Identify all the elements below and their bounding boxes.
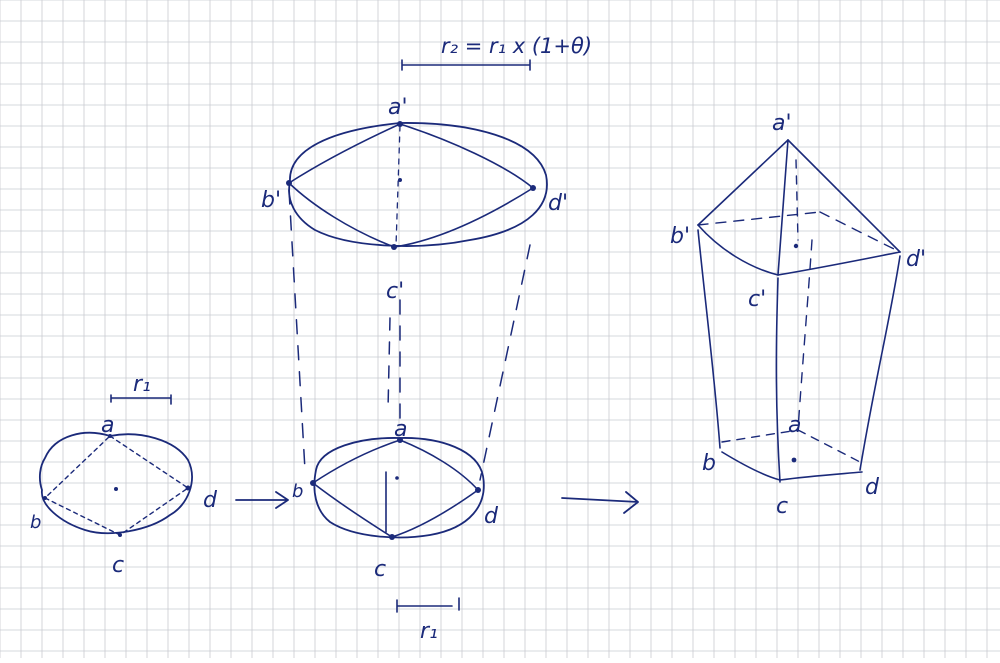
middle-bottom-rhombus	[312, 439, 479, 538]
middle-label-b-top: b'	[261, 188, 281, 213]
left-center-dot	[114, 487, 118, 491]
top-c-to-d	[777, 251, 901, 276]
right-label-b-bottom: b	[702, 451, 716, 476]
apex-to-d	[787, 139, 901, 253]
middle-label-b-bottom: b	[292, 481, 303, 502]
connector-b	[288, 189, 306, 471]
right-label-d-bottom: d	[865, 475, 880, 500]
middle-label-c-bottom: c	[374, 557, 386, 582]
top-b-to-c	[697, 224, 779, 276]
left-label-b: b	[30, 512, 41, 533]
apex-to-c	[777, 139, 789, 276]
middle-top-point-b	[286, 180, 292, 186]
right-label-d-top: d'	[906, 247, 926, 272]
middle-bottom-point-c	[389, 534, 395, 540]
middle-top-point-c	[391, 244, 397, 250]
base-b-to-c	[721, 451, 781, 481]
base-center-dot	[791, 457, 797, 463]
apex-to-b	[697, 139, 789, 226]
top-b-to-a-hidden	[697, 211, 821, 226]
middle-bottom-point-a	[397, 437, 403, 443]
middle-top-center-dot	[398, 178, 402, 182]
left-point-c	[118, 533, 122, 537]
edge-d	[859, 255, 901, 471]
edge-a-hidden	[797, 239, 813, 431]
middle-label-d-top: d'	[548, 191, 568, 216]
left-label-a: a	[101, 413, 114, 438]
left-point-d	[185, 485, 191, 491]
edge-b	[697, 229, 721, 449]
right-figure	[697, 139, 901, 483]
edge-c	[775, 277, 781, 483]
base-a-to-d-hidden	[797, 429, 861, 463]
connector-d	[479, 244, 531, 481]
middle-formula: r₂ = r₁ x (1+θ)	[441, 34, 592, 58]
arrow-middle-to-right	[561, 491, 639, 514]
left-point-a	[108, 434, 112, 438]
middle-top-ellipse	[288, 122, 548, 247]
left-r1-bracket	[110, 394, 172, 405]
left-label-r1: r₁	[133, 372, 151, 397]
middle-label-c-top: c'	[386, 279, 404, 304]
middle-top-axis	[395, 125, 401, 247]
middle-bottom-point-d	[475, 487, 481, 493]
base-b-to-a-hidden	[721, 429, 799, 443]
middle-r1-bracket	[396, 597, 460, 613]
middle-bottom-point-b	[310, 480, 316, 486]
arrow-left-to-middle	[235, 491, 289, 509]
middle-r2-bracket	[401, 59, 531, 71]
left-rhombus	[44, 435, 189, 536]
middle-label-a-top: a'	[388, 95, 408, 120]
right-label-c-bottom: c	[776, 494, 788, 519]
middle-top-rhombus	[288, 123, 534, 248]
left-figure	[38, 394, 193, 537]
middle-figure	[286, 59, 548, 613]
top-a-to-d-hidden	[819, 211, 901, 253]
middle-label-a-bottom: a	[394, 417, 407, 442]
middle-top-point-d	[530, 185, 536, 191]
middle-bottom-ellipse	[313, 437, 485, 539]
apex-axis-hidden	[795, 159, 799, 241]
right-label-a-bottom: a	[788, 413, 801, 438]
connector-c	[387, 317, 391, 411]
right-label-a-top: a'	[772, 111, 792, 136]
top-center-dot	[793, 243, 799, 249]
middle-label-d-bottom: d	[484, 504, 499, 529]
left-label-d: d	[203, 488, 218, 513]
middle-top-point-a	[397, 121, 403, 127]
middle-bottom-center-dot	[395, 476, 399, 480]
middle-label-r1: r₁	[420, 619, 438, 644]
base-c-to-d	[779, 471, 863, 481]
right-label-b-top: b'	[670, 224, 690, 249]
ink-layer: r₁ a b c d r₂ = r₁ x (1+θ) a' b' d' c' a…	[30, 34, 926, 644]
left-point-b	[43, 496, 47, 500]
right-label-c-top: c'	[748, 287, 766, 312]
left-label-c: c	[112, 553, 124, 578]
